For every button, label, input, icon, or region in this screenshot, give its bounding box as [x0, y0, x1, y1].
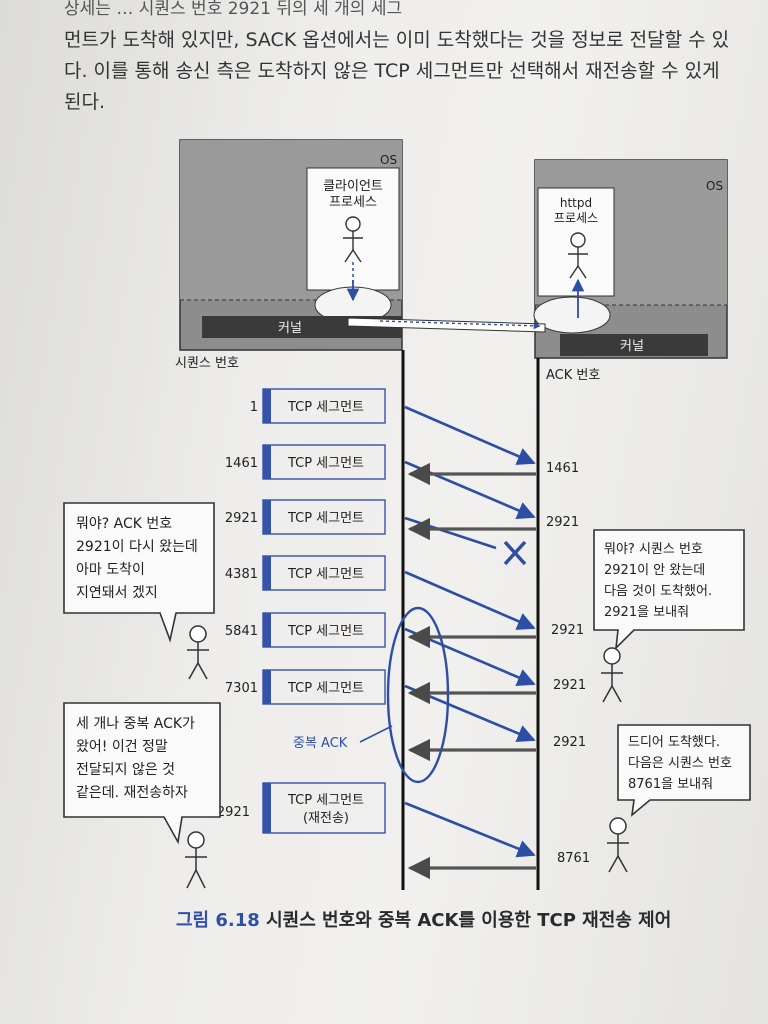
- body-text: 상세는 … 시퀀스 번호 2921 뒤의 세 개의 세그 먼트가 도착해 있지만…: [64, 0, 764, 118]
- segment-label-retransmit: (재전송): [303, 811, 349, 826]
- ack-arrows: [407, 462, 536, 880]
- bubble-text: 세 개나 중복 ACK가: [76, 716, 195, 732]
- server-process-label-2: 프로세스: [554, 211, 598, 225]
- client-person-icon: [343, 216, 363, 263]
- segment-list: TCP 세그먼트 1 TCP 세그먼트 1461 TCP 세그먼트 2921 T…: [217, 388, 386, 834]
- segment-seq: 7301: [225, 681, 258, 696]
- prose-line-2: 다. 이를 통해 송신 측은 도착하지 않은 TCP 세그먼트만 선택해서 재전…: [64, 60, 720, 82]
- segment-box: TCP 세그먼트 7301: [225, 669, 386, 705]
- ack-number: 2921: [551, 623, 584, 638]
- segment-box: TCP 세그먼트 5841: [225, 612, 386, 648]
- ack-number-list: 1461 2921 2921 2921 2921 8761: [546, 461, 590, 866]
- data-arrow: [404, 801, 536, 858]
- bubble-text: 뭐야? 시퀀스 번호: [604, 542, 703, 557]
- data-arrow: [404, 570, 536, 630]
- bubble-text: 드디어 도착했다.: [628, 734, 720, 750]
- os-label-right: OS: [706, 179, 723, 193]
- ack-header: ACK 번호: [546, 368, 600, 383]
- data-arrow-lost: [404, 516, 497, 550]
- server-process-label-1: httpd: [560, 196, 592, 210]
- segment-label: TCP 세그먼트: [287, 624, 364, 639]
- figure-number: 그림 6.18: [176, 910, 260, 931]
- segment-label: TCP 세그먼트: [287, 681, 364, 696]
- server-socket: [533, 296, 611, 334]
- bubble-text: 같은데. 재전송하자: [76, 785, 188, 801]
- segment-seq: 4381: [225, 567, 258, 582]
- client-process-label-1: 클라이언트: [323, 179, 383, 194]
- bubble-text: 지연돼서 겠지: [76, 585, 158, 601]
- bubble-text: 8761을 보내줘: [628, 777, 713, 792]
- server-person-icon: [568, 232, 588, 279]
- kernel-right-bar: [560, 334, 708, 356]
- segment-seq: 1: [250, 400, 258, 415]
- sender-person-icon: [187, 625, 209, 680]
- bubble-text: 2921을 보내줘: [604, 605, 689, 620]
- prose-line-1: 먼트가 도착해 있지만, SACK 옵션에서는 이미 도착했다는 것을 정보로 …: [64, 29, 730, 51]
- segment-label: TCP 세그먼트: [287, 567, 364, 582]
- prose-line-0: 상세는 … 시퀀스 번호 2921 뒤의 세 개의 세그: [64, 0, 403, 19]
- bubble-text: 아마 도착이: [76, 562, 145, 578]
- prose-line-3: 된다.: [64, 91, 105, 113]
- bubble-text: 뭐야? ACK 번호: [76, 516, 172, 532]
- segment-label: TCP 세그먼트: [287, 456, 364, 471]
- segment-seq: 5841: [225, 624, 258, 639]
- dup-ack-highlight: [386, 606, 450, 784]
- data-arrow: [404, 405, 536, 465]
- segment-label: TCP 세그먼트: [287, 793, 364, 808]
- bubble-text: 다음 것이 도착했어.: [604, 583, 712, 599]
- ack-number: 2921: [553, 735, 586, 750]
- sender-person-icon-2: [185, 831, 207, 889]
- client-host: OS 클라이언트 프로세스 커널: [179, 139, 403, 351]
- segment-box: TCP 세그먼트 1: [250, 388, 386, 424]
- bubble-text: 2921이 안 왔는데: [604, 563, 705, 578]
- receiver-person-icon: [601, 647, 623, 703]
- segment-seq: 2921: [225, 511, 258, 526]
- bubble-right-1: 뭐야? 시퀀스 번호 2921이 안 왔는데 다음 것이 도착했어. 2921을…: [593, 529, 745, 651]
- segment-box: TCP 세그먼트 4381: [225, 555, 386, 591]
- receiver-person-icon-2: [607, 817, 629, 873]
- kernel-right-label: 커널: [620, 339, 644, 354]
- segment-label: TCP 세그먼트: [287, 511, 364, 526]
- ack-number: 1461: [546, 461, 579, 476]
- ack-number: 8761: [557, 851, 590, 866]
- segment-label: TCP 세그먼트: [287, 400, 364, 415]
- bubble-text: 전달되지 않은 것: [76, 762, 175, 778]
- data-arrow: [404, 460, 536, 519]
- ack-number: 2921: [546, 515, 579, 530]
- bubble-text: 왔어! 이건 정말: [76, 739, 168, 755]
- segment-box: TCP 세그먼트 1461: [225, 444, 386, 480]
- segment-seq: 1461: [225, 456, 258, 471]
- bubble-left-1: 뭐야? ACK 번호 2921이 다시 왔는데 아마 도착이 지연돼서 겠지: [63, 502, 215, 643]
- client-process-label-2: 프로세스: [329, 195, 377, 210]
- dup-ack-label: 중복 ACK: [293, 736, 348, 751]
- kernel-left-label: 커널: [278, 321, 302, 336]
- dup-ack-pointer: [359, 725, 393, 743]
- seq-header: 시퀀스 번호: [175, 356, 239, 371]
- bubble-text: 2921이 다시 왔는데: [76, 539, 198, 555]
- segment-box: TCP 세그먼트 2921: [225, 499, 386, 535]
- packet-loss-icon: [503, 540, 527, 566]
- bubble-right-2: 드디어 도착했다. 다음은 시퀀스 번호 8761을 보내줘: [617, 724, 751, 817]
- figure-title: 시퀀스 번호와 중복 ACK를 이용한 TCP 재전송 제어: [266, 910, 672, 931]
- ack-number: 2921: [553, 678, 586, 693]
- bubble-text: 다음은 시퀀스 번호: [628, 756, 732, 771]
- server-host: OS httpd 프로세스 커널: [533, 159, 728, 359]
- socket-connection: [347, 317, 546, 333]
- os-label-left: OS: [380, 153, 397, 167]
- segment-seq: 2921: [217, 805, 250, 820]
- bubble-left-2: 세 개나 중복 ACK가 왔어! 이건 정말 전달되지 않은 것 같은데. 재전…: [63, 702, 221, 845]
- segment-box-retransmit: TCP 세그먼트 (재전송) 2921: [217, 782, 386, 834]
- figure-caption: 그림 6.18 시퀀스 번호와 중복 ACK를 이용한 TCP 재전송 제어: [176, 906, 671, 932]
